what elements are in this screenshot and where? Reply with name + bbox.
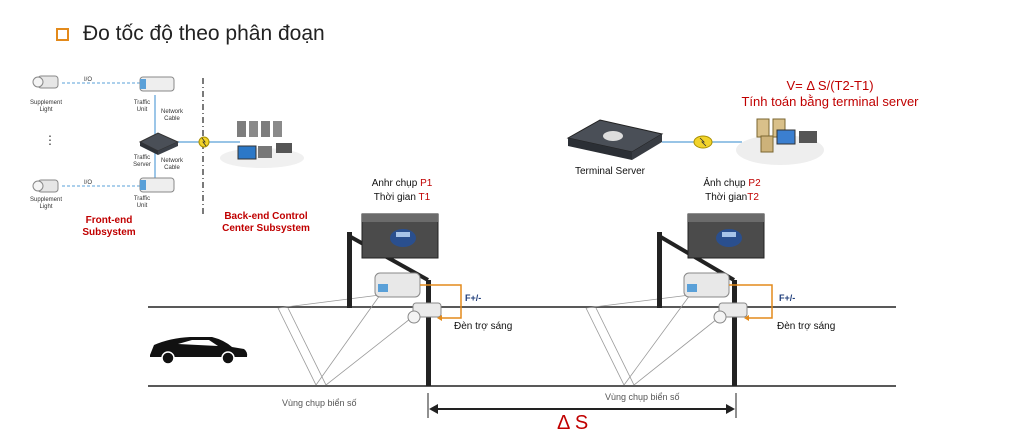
distance-arrow xyxy=(427,393,737,418)
traffic-unit-label-1: Traffic Unit xyxy=(133,100,151,113)
compute-note: Tính toán bằng terminal server xyxy=(741,94,919,109)
time-1-id: T1 xyxy=(418,192,431,203)
feedback-connector-1 xyxy=(420,284,462,319)
supplement-light-icon-2 xyxy=(32,179,59,193)
compute-workstation-icon xyxy=(736,118,824,165)
zone-label-2: Vùng chụp biển số xyxy=(605,392,680,402)
capture-2-id: P2 xyxy=(748,178,761,189)
traffic-unit-camera-icon-2 xyxy=(139,177,175,193)
f-adjust-label-2: F+/- xyxy=(779,293,796,303)
time-1-label: Thời gian T1 xyxy=(352,191,452,205)
backend-subsystem-label: Back-end Control Center Subsystem xyxy=(222,211,310,234)
speed-formula: V= Δ S/(T2-T1) xyxy=(786,78,874,93)
checkbox-bullet-icon xyxy=(56,27,69,41)
network-cable-label-2: Network Cable xyxy=(160,158,183,171)
traffic-unit-camera-icon-1 xyxy=(139,76,175,92)
supplement-light-icon-1 xyxy=(32,75,59,89)
car-icon xyxy=(150,337,248,365)
backend-workstation-icon xyxy=(220,121,304,168)
capture-1-label: Anhr chụp P1 xyxy=(352,177,452,191)
time-2-id: T2 xyxy=(747,192,759,203)
captured-photo-1 xyxy=(361,213,439,259)
terminal-server-icon xyxy=(566,119,664,160)
feedback-connector-2 xyxy=(729,284,773,319)
zone-label-1: Vùng chụp biển số xyxy=(282,398,357,408)
signal-converter-icon xyxy=(198,136,210,148)
time-2-label: Thời gianT2 xyxy=(682,191,782,205)
speed-camera-icon-2 xyxy=(683,272,730,298)
server-converter-icon xyxy=(693,135,713,149)
time-2-prefix: Thời gian xyxy=(705,192,748,203)
ellipsis-icon: ⋮ xyxy=(44,133,56,147)
capture-zone-1 xyxy=(277,294,416,386)
traffic-server-icon xyxy=(138,132,180,155)
time-1-prefix: Thời gian xyxy=(373,192,419,203)
capture-zone-2 xyxy=(585,294,723,386)
speed-camera-icon-1 xyxy=(374,272,421,298)
distance-label: Δ S xyxy=(557,412,589,434)
network-cable-label-1: Network Cable xyxy=(160,109,183,122)
f-adjust-label-1: F+/- xyxy=(465,293,482,303)
terminal-server-label: Terminal Server xyxy=(574,166,646,177)
supplement-light-camera-2 xyxy=(713,302,748,324)
capture-1-prefix: Anhr chụp xyxy=(371,178,421,189)
supplement-light-label-2: Supplement Light xyxy=(29,197,63,210)
frontend-subsystem-label: Front-end Subsystem xyxy=(82,215,136,238)
slide-title: Đo tốc độ theo phân đoạn xyxy=(83,22,325,45)
capture-2-prefix: Ảnh chụp xyxy=(703,178,749,189)
traffic-unit-label-2: Traffic Unit xyxy=(133,196,151,209)
capture-2-label: Ảnh chụp P2 xyxy=(682,177,782,191)
traffic-server-label: Traffic Server xyxy=(133,155,151,168)
supplement-light-label-1: Supplement Light xyxy=(29,100,63,113)
io-label-2: I/O xyxy=(83,180,92,186)
capture-1-id: P1 xyxy=(420,178,433,189)
slide-header: Đo tốc độ theo phân đoạn xyxy=(56,22,325,46)
captured-photo-2 xyxy=(687,213,765,259)
supplement-light-camera-1 xyxy=(407,302,442,324)
light-label-1: Đèn trợ sáng xyxy=(454,321,513,332)
io-label-1: I/O xyxy=(83,77,92,83)
light-label-2: Đèn trợ sáng xyxy=(777,321,836,332)
